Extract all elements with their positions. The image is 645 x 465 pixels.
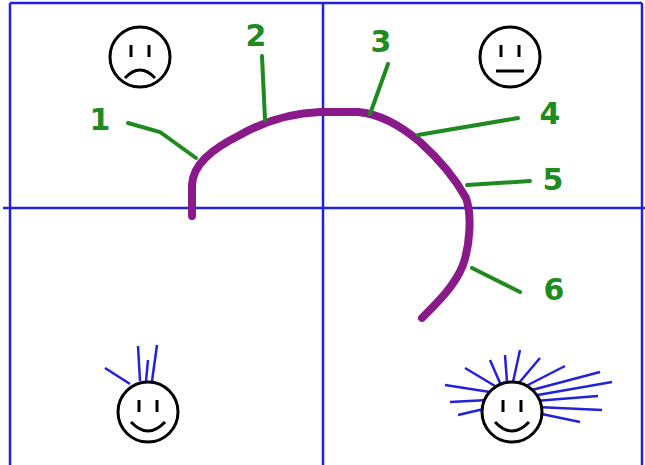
happy-face	[482, 382, 542, 442]
quadrant-axes	[3, 3, 645, 465]
callout-number: 5	[543, 165, 564, 195]
callout-number: 6	[544, 275, 565, 305]
leader-lines	[128, 56, 530, 292]
happy-face	[118, 382, 178, 442]
sad-face	[110, 27, 170, 87]
few-hairs	[105, 345, 157, 384]
callout-number: 3	[371, 27, 392, 57]
neutral-face	[480, 27, 540, 87]
callout-number: 1	[90, 105, 111, 135]
callout-number: 4	[540, 99, 561, 129]
purple-curve	[192, 112, 470, 318]
callout-number: 2	[246, 21, 267, 51]
